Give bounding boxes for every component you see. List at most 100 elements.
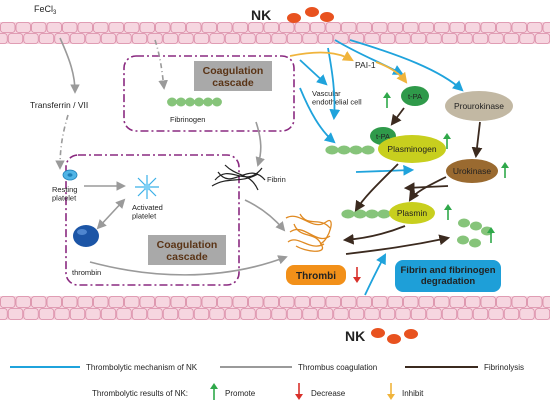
coagulation-box-left bbox=[65, 154, 240, 286]
endothelial-cell bbox=[124, 22, 140, 33]
endothelial-cell bbox=[294, 22, 310, 33]
endothelial-cell bbox=[356, 296, 372, 308]
endothelial-cell bbox=[286, 33, 303, 44]
endothelial-cell bbox=[85, 308, 101, 320]
endothelial-cell bbox=[155, 296, 171, 308]
endothelial-cell bbox=[31, 22, 47, 33]
urokinase-ellipse bbox=[446, 159, 498, 183]
endothelial-cell bbox=[248, 296, 264, 308]
endothelial-cell bbox=[480, 22, 496, 33]
endothelial-cell bbox=[511, 296, 527, 308]
pai1-label: PAI-1 bbox=[355, 60, 376, 70]
endothelial-cell bbox=[232, 296, 248, 308]
endothelial-cell bbox=[38, 308, 55, 320]
vessel-wall-bottom bbox=[0, 296, 550, 320]
endothelial-cell bbox=[341, 296, 357, 308]
decrease-arrow-icon bbox=[353, 267, 361, 283]
endothelial-cell bbox=[255, 33, 272, 44]
endothelial-cell bbox=[93, 296, 109, 308]
endothelial-cell bbox=[170, 22, 186, 33]
plasminogen-label: Plasminogen bbox=[387, 144, 436, 154]
endothelial-cell bbox=[15, 22, 31, 33]
endothelial-cell bbox=[178, 308, 194, 320]
prourokinase-ellipse bbox=[445, 91, 513, 121]
promote-arrow-icon bbox=[501, 162, 509, 178]
endothelial-cell bbox=[302, 308, 318, 320]
plasminogen-ellipse bbox=[378, 135, 446, 163]
endothelial-cell bbox=[465, 22, 481, 33]
bead bbox=[185, 97, 195, 107]
endothelial-cell bbox=[232, 22, 248, 33]
endothelial-cell bbox=[170, 296, 186, 308]
plasminogen-molecule bbox=[325, 145, 375, 155]
endothelial-cell bbox=[46, 296, 62, 308]
legend-inhibit-label: Inhibit bbox=[402, 389, 424, 398]
endothelial-cell bbox=[62, 22, 78, 33]
thrombi-icon bbox=[285, 213, 332, 252]
endothelial-cell bbox=[77, 296, 93, 308]
endothelial-cell bbox=[186, 296, 202, 308]
endothelial-cell bbox=[480, 296, 496, 308]
endothelial-cell bbox=[124, 296, 140, 308]
transferrin-label: Transferrin / VII bbox=[30, 100, 88, 110]
degradation-fragments bbox=[457, 218, 493, 248]
endothelial-cell bbox=[116, 33, 132, 44]
endothelial-cell bbox=[403, 22, 419, 33]
legend-thrombolytic-label: Thrombolytic mechanism of NK bbox=[86, 363, 198, 372]
legend-promote-label: Promote bbox=[225, 389, 256, 398]
endothelial-cell bbox=[527, 22, 543, 33]
nk-dots-bottom bbox=[371, 328, 418, 344]
endothelial-cell bbox=[178, 33, 194, 44]
endothelial-cell bbox=[534, 33, 550, 44]
endothelial-cell bbox=[279, 296, 295, 308]
legend-results-label: Thrombolytic results of NK: bbox=[92, 389, 188, 398]
endothelial-cell bbox=[457, 33, 473, 44]
bead bbox=[176, 97, 186, 107]
tpa-top-label: t-PA bbox=[408, 92, 422, 101]
endothelial-cell bbox=[7, 33, 24, 44]
endothelial-cell bbox=[100, 308, 117, 320]
endothelial-cell bbox=[0, 33, 8, 44]
endothelial-cell bbox=[503, 33, 520, 44]
endothelial-cell bbox=[263, 296, 279, 308]
degradation-box bbox=[395, 260, 501, 292]
thrombin-highlight bbox=[77, 229, 87, 235]
endothelial-cell bbox=[496, 296, 512, 308]
endothelial-cell bbox=[294, 296, 310, 308]
legend-coagulation-label: Thrombus coagulation bbox=[298, 363, 377, 372]
nk-label-bottom: NK bbox=[345, 328, 365, 344]
endothelial-cell bbox=[263, 22, 279, 33]
endothelial-cell bbox=[441, 308, 458, 320]
prourokinase-label: Prourokinase bbox=[454, 101, 504, 111]
bead bbox=[194, 97, 204, 107]
bead bbox=[341, 209, 355, 219]
endothelial-cell bbox=[15, 296, 31, 308]
bead bbox=[203, 97, 213, 107]
vessel-wall-top bbox=[0, 22, 550, 44]
endothelial-cell bbox=[449, 296, 465, 308]
bead bbox=[337, 145, 351, 155]
endothelial-cell bbox=[395, 308, 411, 320]
bead bbox=[365, 209, 379, 219]
fecl3-label: FeCl3 bbox=[34, 4, 57, 16]
nk-dots-top bbox=[287, 7, 334, 23]
endothelial-cell bbox=[201, 296, 217, 308]
endothelial-cell bbox=[418, 296, 434, 308]
endothelial-cell bbox=[496, 22, 512, 33]
endothelial-cell bbox=[240, 308, 256, 320]
activated-platelet-icon bbox=[135, 175, 159, 199]
endothelial-cell bbox=[7, 308, 24, 320]
endothelial-cell bbox=[542, 22, 550, 33]
promote-arrow-icon bbox=[383, 92, 391, 108]
endothelial-cell bbox=[69, 308, 86, 320]
endothelial-cell bbox=[85, 33, 101, 44]
thrombin-icon bbox=[73, 225, 99, 247]
endothelial-cell bbox=[131, 308, 148, 320]
plasmin-label: Plasmin bbox=[397, 208, 428, 218]
